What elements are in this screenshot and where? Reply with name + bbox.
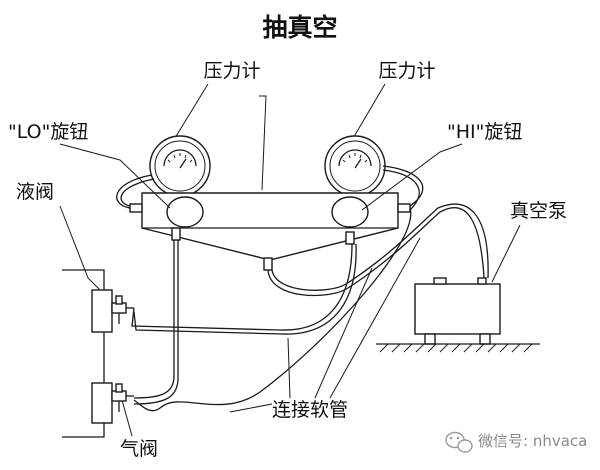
hi-knob-icon: [331, 196, 369, 228]
leader-hoses-4: [229, 403, 273, 413]
pressure-gauge-left-icon: [149, 135, 211, 203]
liquid-service-valve-icon: [111, 295, 134, 324]
leader-lo-knob: [59, 143, 171, 209]
label-hi-knob: "HI"旋钮: [447, 121, 522, 143]
label-gauge-right: 压力计: [378, 60, 435, 82]
label-liquid-valve: 液阀: [16, 181, 54, 203]
lo-knob-icon: [166, 196, 204, 228]
watermark-text: 微信号: nhvaca: [478, 432, 587, 450]
outdoor-unit: [62, 269, 113, 438]
leader-gauge-right: [351, 83, 386, 141]
leader-vacuum-pump: [491, 224, 521, 283]
watermark: 微信号: nhvaca: [445, 431, 587, 453]
label-vacuum-pump: 真空泵: [510, 200, 567, 222]
leader-hoses-1: [287, 337, 291, 399]
diagram-title: 抽真空: [262, 13, 337, 42]
leader-gauge-left: [174, 83, 209, 139]
pressure-gauge-right-icon: [324, 135, 386, 203]
vacuum-pump-icon: [376, 277, 540, 353]
label-hoses: 连接软管: [272, 399, 348, 421]
leader-hoses-2: [314, 267, 373, 399]
gas-service-valve-icon: [111, 383, 134, 412]
leader-hi-knob: [361, 143, 463, 211]
leader-gas-valve: [121, 399, 133, 437]
hoses: [116, 165, 489, 412]
leader-hoses-3: [329, 237, 421, 399]
label-gas-valve: 气阀: [120, 438, 158, 460]
label-lo-knob: "LO"旋钮: [8, 121, 88, 143]
leader-manifold: [259, 95, 267, 191]
wechat-icon: [445, 431, 473, 453]
label-gauge-left: 压力计: [203, 60, 260, 82]
